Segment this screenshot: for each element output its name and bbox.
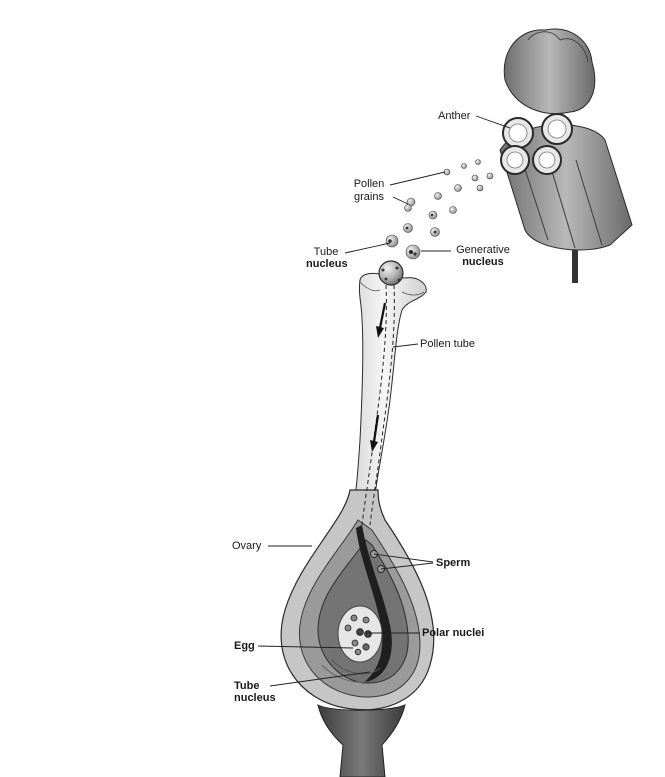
leader-lines [257, 115, 511, 687]
label-tube-nucleus-top-line1: Tube [313, 246, 339, 258]
label-generative-nucleus-line2: nucleus [462, 256, 504, 268]
anther-top-lobes [503, 28, 596, 115]
ovary [280, 489, 435, 711]
style-pistil [349, 272, 427, 526]
label-egg: Egg [234, 640, 255, 652]
embryo-sac-nuclei [344, 614, 372, 656]
label-sperm: Sperm [436, 557, 471, 569]
label-tube-nucleus-bottom-line1: Tube [234, 680, 260, 692]
anther-pollen-sacs [500, 113, 573, 175]
label-generative-nucleus-line1: Generative [456, 244, 510, 256]
label-pollen-grains-line2: grains [354, 191, 384, 203]
pollen-tube-arrow-upper [376, 302, 387, 338]
label-pollen-tube: Pollen tube [420, 338, 476, 350]
label-tube-nucleus-bottom-line2: nucleus [234, 692, 276, 704]
label-anther: Anther [438, 110, 471, 122]
germinating-pollen-grain [378, 260, 404, 286]
label-tube-nucleus-top-line2: nucleus [306, 258, 348, 270]
pollen-tube-arrow-lower [370, 414, 380, 452]
pollen-grain-cloud [385, 159, 494, 260]
pollen-tube-path [361, 284, 395, 526]
label-polar-nuclei: Polar nuclei [422, 627, 485, 639]
flower-stalk [317, 703, 406, 777]
label-ovary: Ovary [232, 540, 262, 552]
label-pollen-grains-line1: Pollen [353, 178, 385, 190]
